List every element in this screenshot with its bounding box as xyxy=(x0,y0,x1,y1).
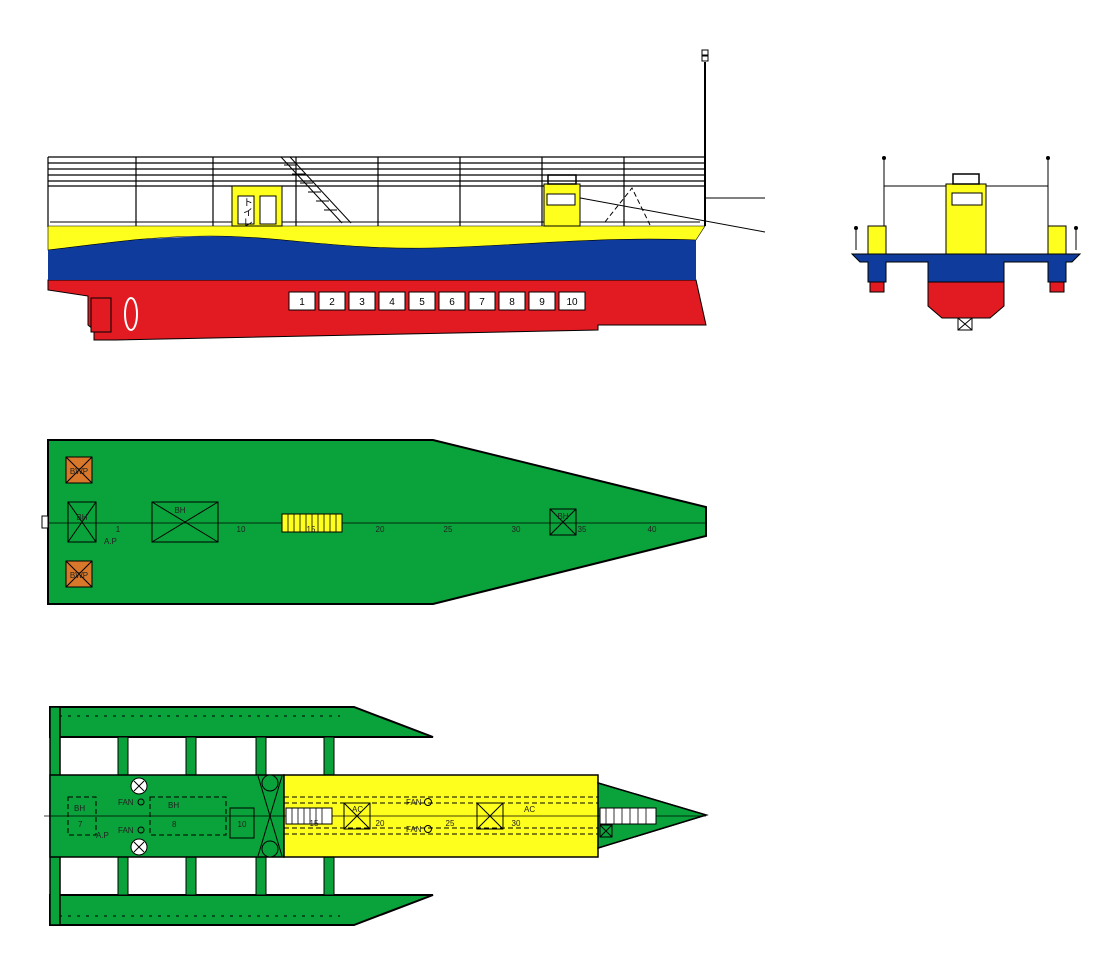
window-box xyxy=(408,291,436,311)
vent-icon xyxy=(261,840,279,858)
bridge-window xyxy=(546,193,576,206)
fan-icon xyxy=(137,826,145,834)
mast-light-icon xyxy=(701,55,709,62)
fan-b-label: FAN xyxy=(118,826,134,835)
frame-number: 15 xyxy=(307,525,316,534)
bridge-roof-icon xyxy=(547,174,577,185)
fwd-hatch xyxy=(549,508,577,536)
front-window xyxy=(951,192,983,206)
window-number: 7 xyxy=(479,297,485,308)
lower-ap-label: A.P xyxy=(96,831,109,840)
fan-d-label: FAN xyxy=(406,825,422,834)
frame-number: 20 xyxy=(376,525,385,534)
window-number: 5 xyxy=(419,297,425,308)
lower-deck-plan: 10 BH 7 BH 8 FAN FAN FAN FAN AC AC A.P 1… xyxy=(44,706,709,926)
dashed-crane-arm xyxy=(604,187,651,226)
side-elevation: トイレ 1 2 3 4 5 6 7 8 9 10 xyxy=(47,49,766,341)
box-10-label: 10 xyxy=(238,820,247,829)
hull-red-band xyxy=(47,279,707,341)
fan-icon xyxy=(137,798,145,806)
ap-hatch xyxy=(67,501,97,543)
toilet-label: トイレ xyxy=(241,197,253,227)
fan-icon xyxy=(424,798,432,806)
frame-number: 30 xyxy=(512,819,521,828)
window-number: 8 xyxy=(509,297,515,308)
window-box xyxy=(468,291,496,311)
window-number: 2 xyxy=(329,297,335,308)
starboard-hull xyxy=(49,894,434,926)
window-number: 6 xyxy=(449,297,455,308)
main-deck-plan: BWP BWP BH A.P BH BH 1 10 15 20 25 30 35 40 xyxy=(41,439,707,605)
toilet-door xyxy=(237,195,255,225)
frame-number: 25 xyxy=(446,819,455,828)
anchor-line xyxy=(574,196,766,233)
frame-number: 15 xyxy=(310,819,319,828)
bh7-label: BH xyxy=(74,804,85,813)
window-number: 10 xyxy=(566,297,578,308)
upper-railing xyxy=(47,156,705,227)
main-deck-frame-numbers: 1 10 15 20 25 30 35 40 xyxy=(116,525,657,534)
bh8-num: 8 xyxy=(172,820,177,829)
window-number: 4 xyxy=(389,297,395,308)
stairs xyxy=(280,156,352,224)
cabin-window xyxy=(259,195,277,225)
box-10 xyxy=(229,807,255,839)
frame-number: 40 xyxy=(648,525,657,534)
ac-2-label: AC xyxy=(524,805,535,814)
window-box xyxy=(288,291,316,311)
bwp-bottom-label: BWP xyxy=(70,571,88,580)
shaft-grating-fwd xyxy=(599,807,657,825)
cross-members xyxy=(117,736,335,896)
frame-number: 10 xyxy=(237,525,246,534)
ap-hatch-label: BH xyxy=(76,513,87,522)
side-windows: 1 2 3 4 5 6 7 8 9 10 xyxy=(288,291,586,311)
window-box xyxy=(558,291,586,311)
frame-number: 35 xyxy=(578,525,587,534)
ap-label: A.P xyxy=(104,537,117,546)
frame-number: 1 xyxy=(116,525,121,534)
ac-hatch-2 xyxy=(476,802,504,830)
window-box xyxy=(378,291,406,311)
main-deck-hull xyxy=(47,439,707,605)
window-number: 9 xyxy=(539,297,545,308)
frame-number: 20 xyxy=(376,819,385,828)
bwp-top-label: BWP xyxy=(70,467,88,476)
hull-blue-band xyxy=(48,232,696,280)
ac-1-label: AC xyxy=(352,805,363,814)
fan-c-label: FAN xyxy=(406,798,422,807)
ac-hatch-1 xyxy=(343,802,371,830)
fwd-hatch-label: BH xyxy=(557,512,568,521)
lower-deck-frame-numbers: 15 20 25 30 xyxy=(310,819,521,828)
bh-hatch xyxy=(151,501,219,543)
bh7-num: 7 xyxy=(78,820,83,829)
window-box xyxy=(348,291,376,311)
window-box xyxy=(498,291,526,311)
window-number: 3 xyxy=(359,297,365,308)
front-blue-deck xyxy=(850,253,1082,283)
front-view xyxy=(850,156,1082,331)
front-red-keel xyxy=(927,281,1005,319)
propeller-icon xyxy=(124,297,138,331)
mast-light-icon xyxy=(701,49,709,56)
port-hull xyxy=(49,706,434,738)
window-box xyxy=(318,291,346,311)
frame-number: 30 xyxy=(512,525,521,534)
fan-a-label: FAN xyxy=(118,798,134,807)
window-number: 1 xyxy=(299,297,305,308)
hull-yellow-band xyxy=(47,225,706,251)
frame-number: 25 xyxy=(444,525,453,534)
window-box xyxy=(528,291,556,311)
keel-x-icon xyxy=(957,317,973,331)
shaft-grating-aft xyxy=(285,807,333,825)
vent-icon xyxy=(261,774,279,792)
bh-hatch-label: BH xyxy=(174,506,185,515)
window-box xyxy=(438,291,466,311)
fan-icon xyxy=(424,825,432,833)
bh8-label: BH xyxy=(168,801,179,810)
engine-block xyxy=(90,297,112,333)
bulkhead-x xyxy=(257,775,283,857)
